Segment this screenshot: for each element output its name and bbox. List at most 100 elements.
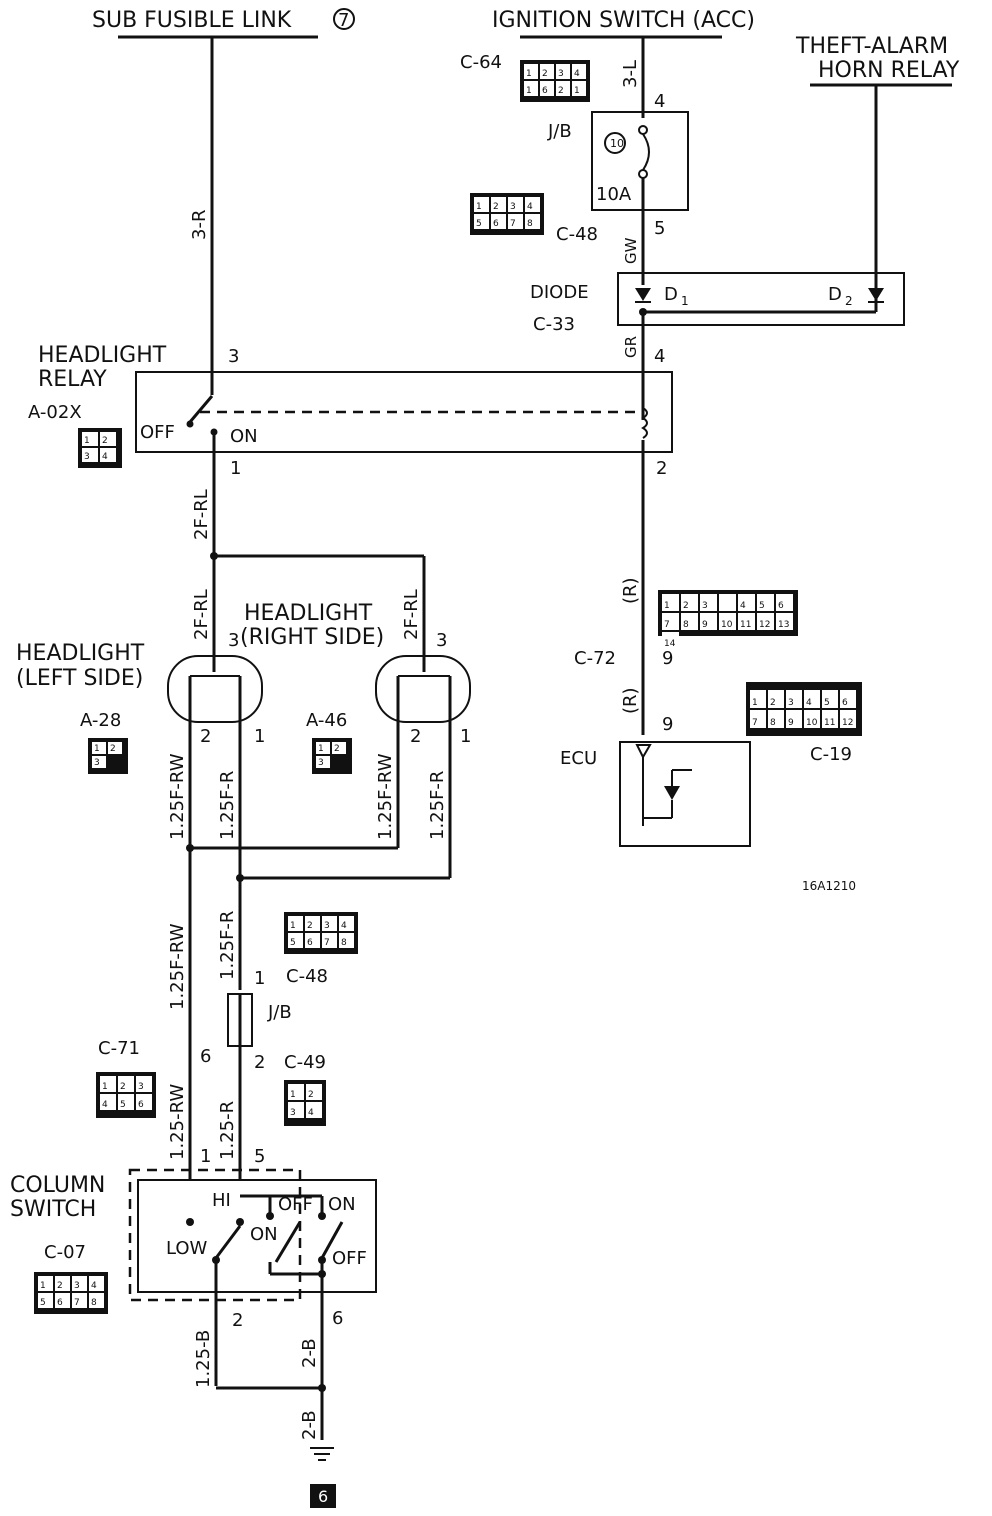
sub-fusible-link-number: 7 — [338, 10, 349, 31]
connector-pin-cell — [491, 197, 506, 212]
pin-3-hlr: 3 — [436, 630, 447, 651]
connector-pin-number: 12 — [842, 718, 853, 728]
diode-d1-label: D — [664, 284, 678, 305]
pin-1-hlr: 1 — [460, 726, 471, 747]
connector-pin-cell — [757, 613, 774, 630]
connector-pin-cell — [524, 64, 538, 79]
connector-pin-number: 13 — [778, 620, 789, 630]
connector-pin-cell — [776, 594, 793, 611]
connector-pin-number: 5 — [824, 698, 830, 708]
connector-pin-cell — [508, 197, 523, 212]
wire-label-2frl-b: 2F-RL — [191, 589, 212, 640]
headlight-relay-box — [135, 371, 673, 453]
connector-pin-number: 8 — [683, 620, 689, 630]
connector-a02x-label: A-02X — [28, 402, 82, 423]
connector-pin-number: 11 — [740, 620, 751, 630]
column-switch-label-1: COLUMN — [10, 1173, 105, 1198]
connector-pin-number: 8 — [527, 219, 533, 229]
wire-label-125fr-c: 1.25F-R — [217, 911, 238, 980]
pin-1-col: 1 — [200, 1146, 211, 1167]
connector-pin-cell — [82, 448, 98, 462]
connector-pin-number: 5 — [40, 1298, 46, 1308]
connector-pin-number: 3 — [702, 601, 708, 611]
connector-pin-cell — [804, 710, 820, 728]
connector-pin-cell — [776, 613, 793, 630]
connector-pin-cell — [700, 594, 717, 611]
fuse-number: 10 — [610, 137, 624, 150]
connector-pin-cell — [662, 594, 679, 611]
headlight-left — [167, 655, 263, 723]
connector-pin-number: 2 — [57, 1281, 63, 1291]
connector-pin-number: 4 — [91, 1281, 97, 1291]
wire-label-2frl-c: 2F-RL — [401, 589, 422, 640]
connector-pin-number: 5 — [290, 938, 296, 948]
connector-pin-cell — [840, 690, 856, 708]
sub-fusible-link-label: SUB FUSIBLE LINK — [92, 8, 292, 33]
connector-pin-cell — [525, 214, 540, 229]
ignition-switch: IGNITION SWITCH (ACC) — [492, 8, 755, 39]
relay-label-2: RELAY — [38, 367, 107, 392]
ground-icon — [310, 1447, 334, 1461]
connector-c33-label: C-33 — [533, 314, 575, 335]
connector-pin-cell — [508, 214, 523, 229]
connector-pin-cell — [786, 690, 802, 708]
connector-pin-number: 4 — [102, 1100, 108, 1110]
jb-mid-label: J/B — [267, 1002, 292, 1023]
connector-pin-number: 2 — [307, 921, 313, 931]
connector-pin-number: 6 — [138, 1100, 144, 1110]
connector-pin-cell — [100, 448, 116, 462]
connector-pin-cell — [804, 690, 820, 708]
connector-pin-number: 10 — [721, 620, 733, 630]
connector-pin-cell — [750, 690, 766, 708]
connector-pin-cell — [100, 432, 116, 446]
connector-pin-cell — [316, 742, 330, 754]
connector-pin-number: 3 — [324, 921, 330, 931]
connector-pin-cell — [491, 214, 506, 229]
wire-label-r-a: (R) — [620, 577, 641, 604]
connector-pin-number: 3 — [290, 1108, 296, 1118]
relay-coil — [641, 407, 648, 439]
headlight-right-label-2: (RIGHT SIDE) — [240, 625, 384, 650]
connector-pin-cell — [288, 1084, 304, 1100]
ecu-label: ECU — [560, 748, 597, 769]
pin-2-hll: 2 — [200, 726, 211, 747]
connector-c72-label: C-72 — [574, 648, 616, 669]
pin-6-c71: 6 — [200, 1046, 211, 1067]
connector-pin-number: 11 — [824, 718, 835, 728]
connector-pin-number: 1 — [526, 86, 532, 96]
connector-pin-number: 2 — [493, 202, 499, 212]
connector-pin-number: 2 — [334, 744, 340, 754]
wire-label-125r: 1.25-R — [217, 1101, 238, 1160]
switch-hi-label: HI — [212, 1190, 231, 1211]
connector-pin-cell — [305, 916, 320, 931]
headlight-right-label-1: HEADLIGHT — [244, 601, 373, 626]
pin-9-c72: 9 — [662, 648, 673, 669]
pin-3-hll: 3 — [228, 630, 239, 651]
connector-pin-cell — [681, 613, 698, 630]
relay-off-label: OFF — [140, 422, 175, 443]
connector-pin-number: 1 — [290, 921, 296, 931]
wire-label-2b-b: 2-B — [299, 1410, 320, 1440]
connector-pin-cell — [572, 64, 586, 79]
connector-pin-number: 7 — [752, 718, 758, 728]
connector-pin-cell — [332, 742, 346, 754]
figure-code: 16A1210 — [802, 879, 856, 893]
connector-pin-cell — [662, 613, 679, 630]
connector-pin-number: 1 — [40, 1281, 46, 1291]
connector-pin-cell — [540, 64, 554, 79]
connector-a46-label: A-46 — [306, 710, 347, 731]
connector-pin-cell — [136, 1076, 152, 1092]
connector-pin-number: 8 — [770, 718, 776, 728]
connector-pin-cell — [38, 1276, 53, 1291]
relay-on-label: ON — [230, 426, 258, 447]
connector-pin-cell — [288, 916, 303, 931]
connector-pin-number: 2 — [102, 436, 108, 446]
diode-d1-sub: 1 — [681, 294, 689, 308]
wire-label-125fr-a: 1.25F-R — [217, 771, 238, 840]
connector-pin-cell — [92, 742, 106, 754]
connector-pin-cell — [662, 632, 679, 649]
theft-alarm-horn-relay: THEFT-ALARM HORN RELAY — [795, 34, 960, 87]
